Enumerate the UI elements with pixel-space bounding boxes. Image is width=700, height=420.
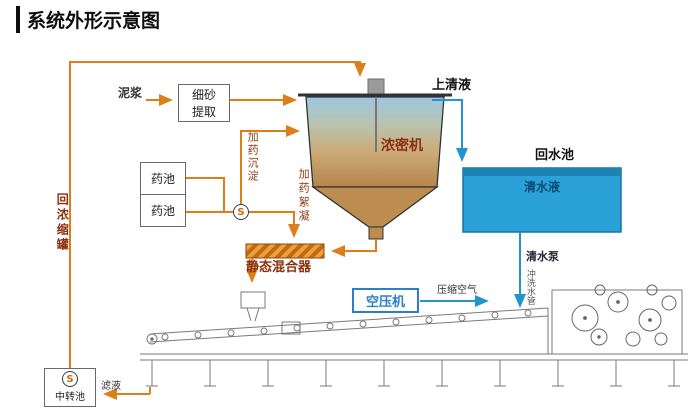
- static-mixer-bar: [245, 243, 325, 259]
- blue-pipes: [420, 99, 526, 308]
- chem-tank-2-box: 药池: [140, 194, 186, 227]
- static-mixer-label: 静态混合器: [246, 260, 312, 275]
- flush-pipe-label: 冲洗水管: [524, 269, 535, 305]
- agitator-motor-icon: [367, 78, 385, 97]
- clean-water-pump-label: 清水泵: [526, 250, 559, 263]
- return-concentrate-label: 回浓缩罐: [55, 193, 70, 253]
- thickener-label: 浓密机: [381, 138, 423, 154]
- pump-glyph: S: [66, 373, 74, 385]
- compressed-air-label: 压缩空气: [437, 285, 477, 296]
- page-title: 系统外形示意图: [16, 6, 160, 33]
- air-compressor-box: 空压机: [352, 288, 419, 313]
- chem-tank-2-label: 药池: [150, 204, 175, 218]
- dose-settle-label: 加药沉淀: [246, 131, 260, 183]
- dose-floc-label: 加药絮凝: [297, 168, 311, 224]
- transfer-pool-label: 中转池: [55, 392, 85, 403]
- belt-filter-press: [140, 284, 688, 387]
- chem-tank-1-label: 药池: [150, 172, 175, 186]
- transfer-pump-icon: S: [62, 371, 78, 387]
- sand-extractor-label: 细砂提取: [191, 88, 216, 119]
- thickener-tank: [298, 78, 452, 240]
- mud-label: 泥浆: [118, 86, 143, 100]
- return-pool-label: 回水池: [535, 148, 575, 163]
- pump-glyph: S: [237, 206, 245, 218]
- clear-water-label: 清水液: [523, 180, 560, 194]
- air-compressor-label: 空压机: [365, 295, 405, 310]
- sand-extractor-box: 细砂提取: [178, 84, 230, 122]
- dosing-pump-icon: S: [233, 204, 249, 220]
- return-pool: [462, 167, 622, 233]
- orange-pipes: [69, 61, 377, 400]
- supernatant-label: 上清液: [432, 78, 472, 93]
- filtrate-label: 滤液: [101, 381, 121, 392]
- chem-tank-1-box: 药池: [140, 162, 186, 195]
